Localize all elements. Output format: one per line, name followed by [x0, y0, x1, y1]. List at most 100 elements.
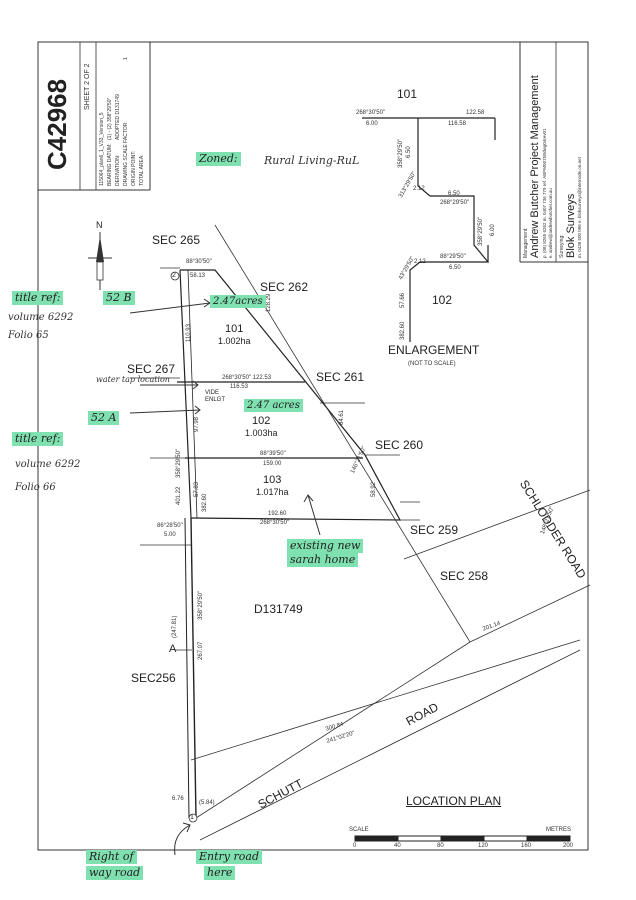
enlargement-dim: 2.12	[414, 259, 426, 265]
section-label: SEC 259	[410, 523, 459, 537]
title-volume: volume 6292	[8, 312, 74, 323]
scale-tick: 0	[353, 843, 357, 849]
acres-label: 2.47acres	[210, 295, 266, 308]
enlargement-dim: 358°29'50"	[478, 216, 484, 246]
surveyor-name: Blok Surveys	[565, 193, 577, 258]
title-row-label: TOTAL AREA:	[139, 154, 145, 186]
enlargement-dim: 6.00	[366, 121, 378, 127]
point-1-label: 1	[190, 814, 194, 821]
context-lines	[130, 224, 591, 841]
enlargement-dim: 88°29'50"	[440, 254, 466, 260]
scale-label: SCALE	[349, 827, 369, 833]
title-row-value: 1	[123, 57, 129, 60]
lot-number: 101	[225, 323, 244, 335]
dimension-label: 358°29'50"	[198, 590, 204, 620]
dimension-label: 401.22	[176, 486, 182, 505]
title-row-label: DERIVATION:	[115, 154, 121, 186]
plan-number: C42968	[42, 78, 72, 170]
point-2-label: 2	[172, 272, 176, 279]
enlargement-lot-102: 102	[432, 293, 453, 307]
management-company: Andrew Butcher Project Management	[529, 75, 541, 258]
enlargement-dim: 358°29'50"	[398, 138, 404, 168]
scale-tick: 40	[394, 843, 401, 849]
dimension-label: 268°30'50" 122.53	[222, 375, 272, 381]
dimension-label: 84.61	[339, 409, 345, 425]
dimension-label: 128.29	[266, 293, 272, 312]
enlargement-dim: 57.66	[400, 292, 406, 308]
north-label: N	[96, 220, 103, 230]
title-folio: Folio 66	[15, 482, 56, 493]
section-label: SEC256	[131, 671, 176, 685]
management-contact-1: p. (08) 8265 6262 m. 0407 736 779 ref. A…	[542, 128, 547, 258]
dimension-label: 192.60	[268, 511, 287, 517]
enlargement-dim: 6.00	[490, 224, 496, 236]
dimension-label: 358°29'50"	[176, 448, 182, 478]
annotation-arrows	[129, 298, 321, 856]
section-label: SEC 258	[440, 569, 489, 583]
location-plan-title: LOCATION PLAN	[406, 794, 502, 808]
enlargement-dim: 6.50	[448, 191, 460, 197]
dimension-label: 86°28'50"	[157, 523, 183, 529]
enlargement-dim: 268°29'50"	[440, 200, 470, 206]
title-ref-label: title ref:	[12, 432, 64, 447]
dimension-label: 267.07	[198, 641, 204, 660]
scale-tick: 200	[563, 843, 574, 849]
dimension-label: 5.00	[164, 532, 176, 538]
enlargement-dim: 268°30'50"	[356, 110, 386, 116]
dimension-label: 58.92	[371, 481, 377, 497]
enlargement-dim: 6.50	[449, 265, 461, 271]
dimension-label: 88°30'50"	[186, 259, 212, 265]
title-row-label: DRAWING SCALE FACTOR:	[123, 121, 129, 186]
scale-tick: 120	[478, 843, 489, 849]
enlargement-dim: 382.60	[400, 321, 406, 340]
dimension-label: 268°30'50"	[260, 520, 290, 526]
enlargement-dim: 116.58	[448, 121, 466, 127]
water-tap-note: water tap location	[96, 375, 170, 384]
sheet-number: SHEET 2 OF 2	[84, 63, 91, 110]
existing-home-note: sarah home	[287, 553, 359, 568]
dimension-label: 97.98	[194, 416, 200, 432]
lot-number: 103	[263, 474, 282, 486]
enlargement-lot-101: 101	[397, 87, 418, 101]
section-label: SEC 261	[316, 370, 365, 384]
entry-road-note: Entry road	[196, 850, 262, 865]
dimension-label: 382.60	[202, 493, 208, 512]
surveyor-contact: m. 0438 500 096 e. bloksurveys@internode…	[577, 157, 582, 258]
title-ref-label: title ref:	[12, 291, 64, 306]
lot-52a-label: 52 A	[88, 411, 120, 426]
section-label: SEC 265	[152, 233, 201, 247]
enlargement-subtitle: (NOT TO SCALE)	[408, 361, 456, 367]
enlargement-lines	[362, 117, 496, 342]
point-2-marker	[170, 271, 180, 281]
title-row-label: BEARING DATUM:	[107, 143, 113, 186]
dimension-label: 57.83	[194, 481, 200, 497]
enlargement-title: ENLARGEMENT	[388, 343, 480, 357]
title-folio: Folio 65	[8, 330, 49, 341]
point-1-marker	[188, 813, 198, 823]
north-arrow	[88, 232, 112, 290]
dimension-label: 88°39'50"	[260, 451, 286, 457]
enlargement-dim: 2.12	[413, 186, 425, 192]
enlargement-dim: 6.50	[406, 146, 412, 158]
title-row-label: ORIGIN POINT:	[131, 150, 137, 186]
dimension-label: 116.53	[230, 384, 248, 390]
file-reference: 115064_plan6_1_V33_Version_5	[99, 112, 105, 186]
right-of-way-note: way road	[86, 866, 144, 881]
acres-label: 2.47 acres	[244, 399, 303, 412]
scale-tick: 160	[521, 843, 532, 849]
section-label: SEC 262	[260, 280, 309, 294]
dimension-label: 159.00	[263, 461, 282, 467]
zoned-value: Rural Living-RuL	[264, 154, 360, 167]
dimension-label: (247.81)	[172, 615, 178, 638]
existing-home-note: existing new	[287, 539, 364, 554]
dimension-label: 58.13	[190, 273, 206, 279]
lot-area: 1.003ha	[245, 428, 278, 438]
deposited-plan-number: D131749	[254, 602, 303, 616]
section-label: SEC 260	[375, 438, 424, 452]
dimension-label: 6.76	[172, 796, 184, 802]
title-row-value: (1) - (2) 358°29'50"	[107, 97, 113, 140]
entry-road-note: here	[204, 866, 236, 881]
lot-number: 102	[252, 415, 271, 427]
dimension-label: (5.84)	[199, 800, 215, 806]
